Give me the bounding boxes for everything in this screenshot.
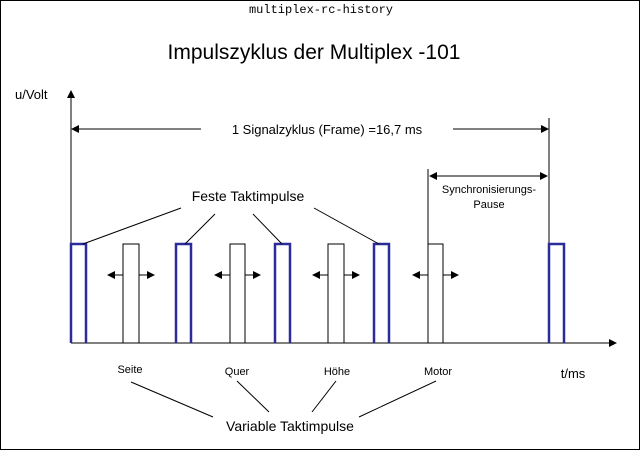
variable-pulses-label: Variable Taktimpulse	[226, 418, 354, 434]
y-axis-label: u/Volt	[15, 87, 48, 102]
sync-label-line1: Synchronisierungs-	[442, 184, 536, 196]
leader-line	[252, 213, 283, 245]
diagram-title: Impulszyklus der Multiplex -101	[168, 41, 461, 64]
variable-pulse-quer	[229, 243, 246, 343]
header-text: multiplex-rc-history	[249, 3, 393, 17]
sync-label-line2: Pause	[473, 199, 504, 211]
leader-line	[82, 207, 182, 245]
fixed-pulse	[174, 242, 193, 343]
fixed-pulse	[69, 242, 88, 343]
x-axis-label: t/ms	[561, 366, 586, 381]
channel-label-quer: Quer	[225, 366, 250, 378]
fixed-pulses-label: Feste Taktimpulse	[192, 188, 305, 204]
channel-label-motor: Motor	[424, 366, 452, 378]
leader-line	[236, 380, 270, 413]
leader-line	[130, 381, 214, 418]
fixed-pulse	[547, 242, 566, 343]
leader-line	[184, 213, 216, 245]
leader-line	[358, 380, 437, 418]
variable-pulse-seite	[122, 243, 140, 343]
leader-line	[313, 207, 380, 245]
variable-pulse-motor	[427, 243, 444, 343]
variable-pulse-hoehe	[327, 243, 345, 343]
fixed-pulse	[273, 242, 292, 343]
frame-label: 1 Signalzyklus (Frame) =16,7 ms	[232, 122, 423, 137]
channel-label-hoehe: Höhe	[324, 366, 350, 378]
channel-label-seite: Seite	[117, 364, 142, 376]
fixed-pulse	[372, 242, 391, 343]
leader-line	[311, 380, 337, 413]
